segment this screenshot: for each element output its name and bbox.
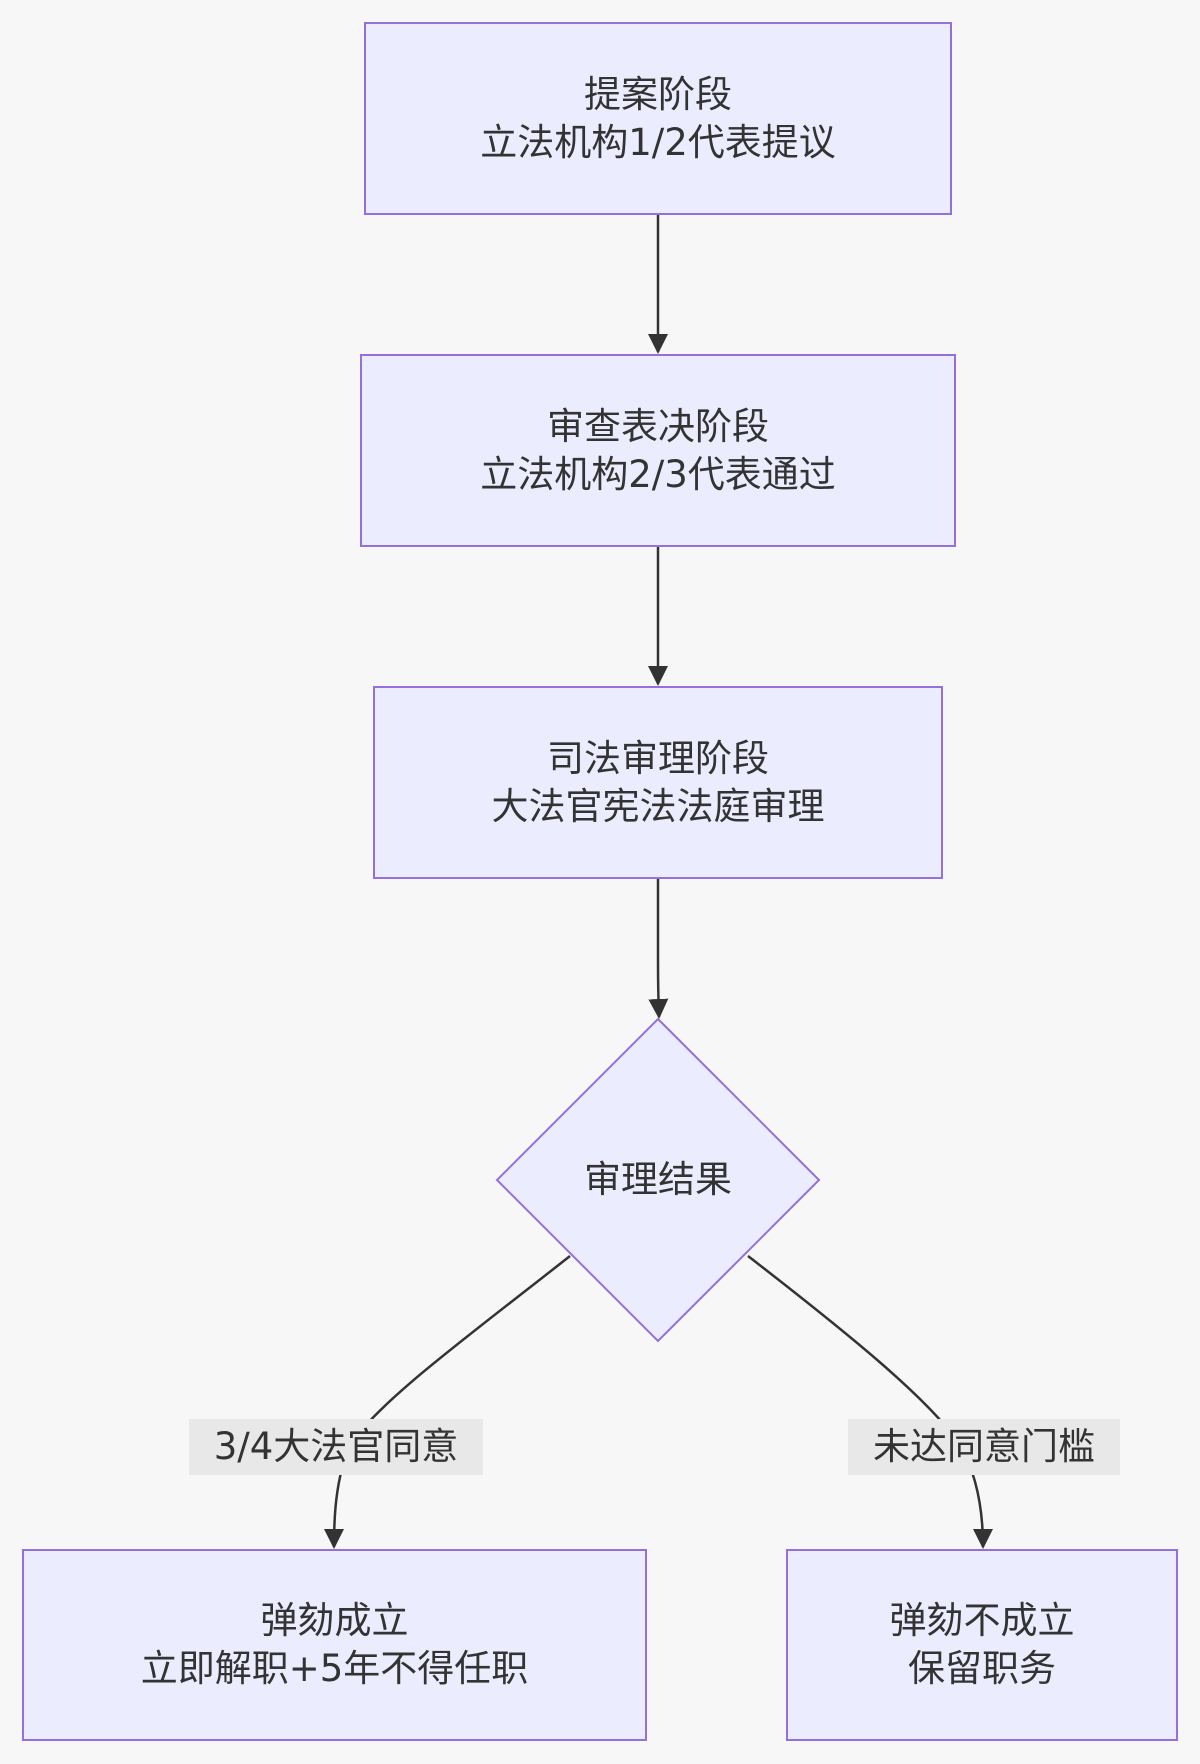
node-review-vote-stage: 审查表决阶段 立法机构2/3代表通过 xyxy=(360,354,956,547)
node-judicial-stage: 司法审理阶段 大法官宪法法庭审理 xyxy=(373,686,943,879)
node-detail: 大法官宪法法庭审理 xyxy=(491,784,825,828)
node-impeachment-rejected: 弹劾不成立 保留职务 xyxy=(786,1549,1178,1741)
edge-label-impeached: 3/4大法官同意 xyxy=(189,1419,483,1475)
node-title: 司法审理阶段 xyxy=(547,736,769,780)
node-detail: 立法机构2/3代表通过 xyxy=(480,452,836,496)
node-title: 审查表决阶段 xyxy=(547,404,769,448)
decision-label: 审理结果 xyxy=(584,1158,732,1201)
edge-decision-to-impeached xyxy=(324,1255,571,1549)
node-title: 弹劾成立 xyxy=(260,1599,409,1642)
node-impeachment-upheld: 弹劾成立 立即解职+5年不得任职 xyxy=(22,1549,647,1741)
node-detail: 立法机构1/2代表提议 xyxy=(480,120,836,164)
edge-label-not-impeached: 未达同意门槛 xyxy=(848,1419,1120,1475)
node-title: 提案阶段 xyxy=(584,72,732,116)
node-proposal-stage: 提案阶段 立法机构1/2代表提议 xyxy=(364,22,952,215)
node-detail: 保留职务 xyxy=(908,1647,1056,1690)
decision-diamond xyxy=(495,1017,821,1343)
node-title: 弹劾不成立 xyxy=(889,1599,1075,1642)
node-detail: 立即解职+5年不得任职 xyxy=(140,1647,529,1690)
edge-judicial-to-decision xyxy=(648,879,669,1019)
edge-decision-to-not-impeached xyxy=(747,1255,993,1549)
